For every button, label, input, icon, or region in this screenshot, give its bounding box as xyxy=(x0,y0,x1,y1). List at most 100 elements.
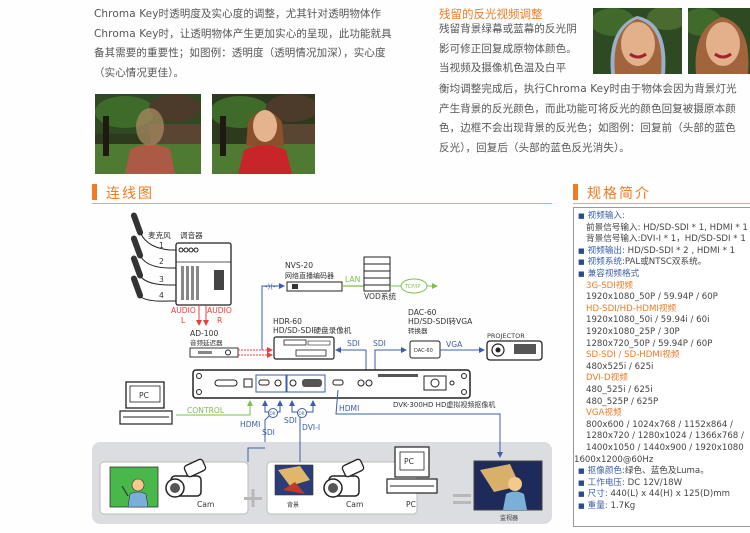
chroma-key-paragraph: Chroma Key时透明度及实心度的调整，尤其针对透明物体作 Chroma K… xyxy=(94,5,424,83)
spec-value: 1.7Kg xyxy=(607,501,636,511)
pc-screen-label: PC xyxy=(404,457,414,466)
spec-label: 视频输入: xyxy=(587,211,625,221)
paragraph-line: Chroma Key时透明度及实心度的调整，尤其针对透明物体作 xyxy=(94,8,382,20)
spec-item: 1600x1200@60Hz xyxy=(574,455,653,466)
spec-value: DC 12V/18W xyxy=(624,477,683,488)
spec-label: 兼容视频格式 xyxy=(587,269,640,279)
control-label: CONTROL xyxy=(187,406,225,415)
projector-icon xyxy=(486,340,543,361)
spec-item: 1280x720_50P / 59.94P / 60P xyxy=(586,339,712,350)
spec-item: ■工作电压: DC 12V/18W xyxy=(578,478,682,489)
or-icon xyxy=(297,408,307,418)
paragraph-line: 衡均调整完成后，执行Chroma Key时由于物体会因为背景灯光 xyxy=(439,83,737,95)
heading-accent-bar xyxy=(92,184,97,200)
paragraph-line: 影可修正回复成原物体颜色。 xyxy=(439,42,577,55)
spec-label: 尺寸: xyxy=(587,489,608,500)
spec-item: ■视频输入: xyxy=(578,211,625,222)
paragraph-line: 产生背景的反光颜色，而此功能可将反光的颜色回复被摄原本颜 xyxy=(439,102,736,115)
mic-number: 4 xyxy=(159,291,164,300)
bullet-icon: ■ xyxy=(578,270,585,278)
spec-item: 1920x1080_50P / 59.94P / 60P xyxy=(586,292,718,303)
spec-label: 抠像颜色: xyxy=(587,466,625,477)
format-category: DVI-D视频 xyxy=(586,373,628,384)
heading-accent-bar xyxy=(573,184,578,200)
hdd-recorder-icon xyxy=(273,336,335,360)
monitor-icon xyxy=(473,460,543,511)
cam-label: Cam xyxy=(346,500,363,509)
audio-l-label: AUDIO xyxy=(171,306,196,315)
spec-item: ■兼容视频格式 xyxy=(578,269,639,280)
sdi-label: SDI xyxy=(373,339,386,348)
spec-value: 440(L) x 44(H) x 125(D)mm xyxy=(607,489,731,500)
spec-item: VGA视频 xyxy=(586,408,622,419)
reflection-title: 残留的反光视频调整 xyxy=(439,7,543,21)
bullet-icon: ■ xyxy=(578,246,585,255)
connector-symbol: -)(- xyxy=(265,283,276,291)
microphone-icon xyxy=(130,255,196,286)
hdmi-input-label: HDMI xyxy=(240,420,260,429)
hdr60-model: HDR-60 xyxy=(273,317,302,326)
format-value: 1920x1080_50P / 59.94P / 60P xyxy=(586,292,718,303)
ad100-model: AD-100 xyxy=(190,329,218,338)
spec-value: HD/SD-SDI * 1, HDMI * 1 xyxy=(640,222,748,233)
paragraph-line: 当视频及摄像机色温及白平 xyxy=(439,62,567,74)
background-image-icon xyxy=(274,464,314,496)
spec-item: 1400x1050 / 1440x900 / 1920x1080 xyxy=(586,443,744,454)
sdi-label: SDI xyxy=(347,339,360,348)
audio-r-channel: R xyxy=(217,316,223,325)
format-category: HD-SDI/HD-HDMI视频 xyxy=(586,303,677,314)
spec-item: 800x600 / 1024x768 / 1152x864 / xyxy=(586,420,733,431)
hdmi-output-label: HDMI xyxy=(339,404,359,413)
dvk300hd-label: DVK-300HD HD虚拟视频抠像机 xyxy=(393,400,495,409)
spec-item: 1280x720 / 1280x1024 / 1366x768 / xyxy=(586,431,744,442)
cam-label: Cam xyxy=(197,500,214,509)
spec-item: 480x525i / 625i xyxy=(586,362,653,373)
camera-icon xyxy=(323,458,365,498)
paragraph-line: 备其需要的重要性；如图例：透明度（透明情况加深），实心度 xyxy=(94,47,386,59)
format-value: 480_525i / 625i xyxy=(586,385,653,395)
control-pc-icon xyxy=(119,381,173,425)
reflection-after-photo xyxy=(688,8,750,74)
reflection-long-paragraph: 衡均调整完成后，执行Chroma Key时由于物体会因为背景灯光 产生背景的反光… xyxy=(439,80,750,158)
vod-label: VOD系统 xyxy=(364,291,396,301)
format-category: VGA视频 xyxy=(586,408,622,419)
spec-item: SD-SDI / SD-HDMI视频 xyxy=(586,350,680,361)
mic-number: 1 xyxy=(159,241,164,250)
dac60-model: DAC-60 xyxy=(408,308,437,317)
dac60-box-label: DAC-60 xyxy=(414,348,433,354)
bullet-icon: ■ xyxy=(578,502,585,510)
heading-text: 连线图 xyxy=(106,186,154,202)
monitor-label: 监视器 xyxy=(500,514,518,522)
format-value: 1400x1050 / 1440x900 / 1920x1080 xyxy=(586,443,744,453)
sdi-input-label: SDI xyxy=(262,428,275,437)
format-category: 3G-SDI视频 xyxy=(586,280,634,291)
mixer-label: 调音器 xyxy=(180,230,203,240)
hdr60-description: HD/SD-SDI硬盘录像机 xyxy=(273,325,352,335)
paragraph-line: （实心情况更佳）。 xyxy=(94,66,185,79)
paragraph-line: 反光），回复后（头部的蓝色反光消失）。 xyxy=(439,141,630,154)
microphone-label: 麦克风 xyxy=(148,230,171,240)
audio-r-label: AUDIO xyxy=(207,306,232,315)
format-value: 1920x1080_50i / 59.94i / 60i xyxy=(586,315,710,326)
spec-item: 3G-SDI视频 xyxy=(586,281,633,292)
spec-item: 480_525i / 625i xyxy=(586,385,653,396)
heading-rule xyxy=(92,203,552,204)
spec-label: 视频系统: xyxy=(587,257,625,268)
bullet-icon: ■ xyxy=(578,212,585,220)
spec-item: DVI-D视频 xyxy=(586,373,628,384)
nvs20-description: 网络直播编码器 xyxy=(285,271,334,280)
bullet-icon: ■ xyxy=(578,467,585,476)
sdi-input-label: SDI xyxy=(284,416,297,425)
or-label: OR xyxy=(299,411,305,416)
camera-icon xyxy=(165,458,207,498)
background-label: 背景 xyxy=(287,501,299,509)
or-icon xyxy=(268,408,278,418)
spec-value: PAL或NTSC双系统。 xyxy=(624,257,707,268)
bullet-icon: ■ xyxy=(578,490,585,499)
spec-item: ■视频输出: HD/SD-SDI * 2 , HDMI * 1 xyxy=(578,246,735,257)
paragraph-line: Chroma Key时，让透明物体产生更加实心的呈现，此功能就具 xyxy=(94,27,392,40)
spec-item: 1920x1080_25P / 30P xyxy=(586,327,680,338)
bullet-icon: ■ xyxy=(578,478,585,487)
paragraph-line: 色，边框不会出现背景的反光色；如图例：回复前（头部的蓝色 xyxy=(439,122,736,134)
